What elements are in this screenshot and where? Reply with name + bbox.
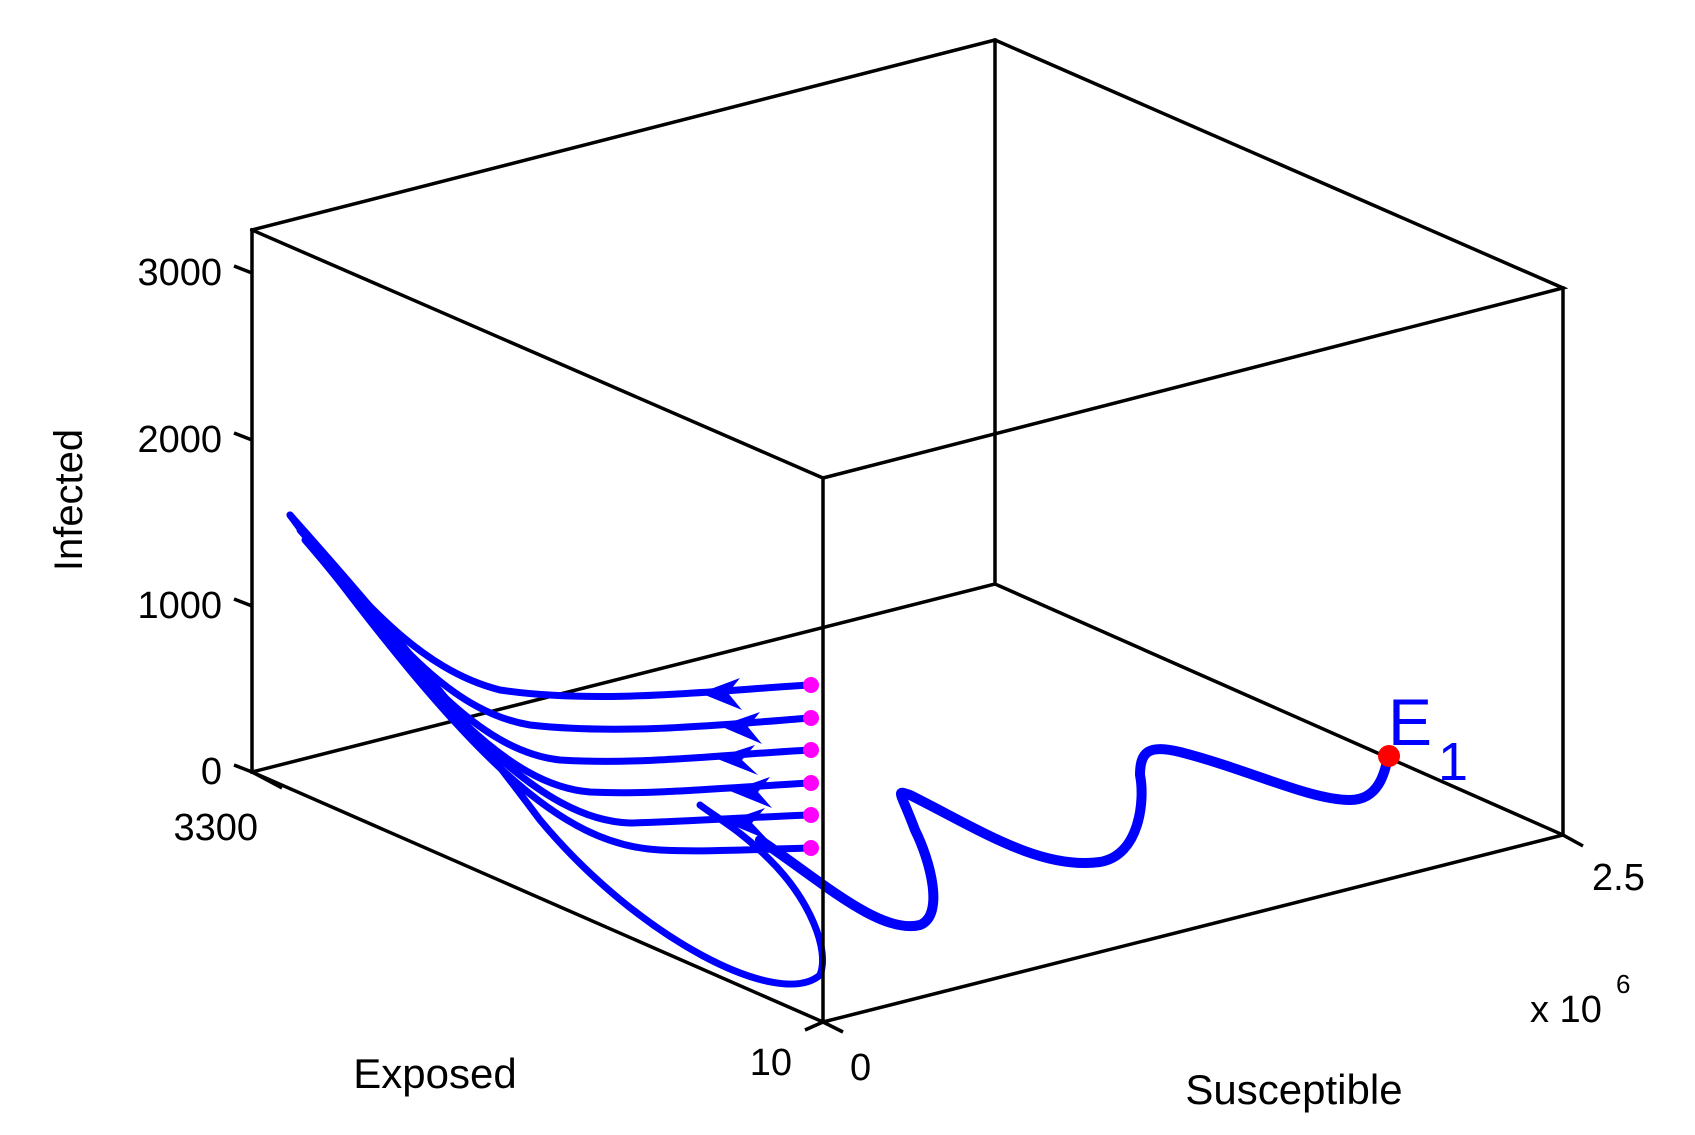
z-tick-label: 3000 (137, 252, 222, 294)
x-scale-label: x 10 (1530, 989, 1602, 1031)
equilibrium-point-e1 (1378, 745, 1400, 767)
y-tick-label: 3300 (173, 807, 258, 849)
z-axis-label: Infected (47, 429, 91, 571)
start-marker (803, 677, 819, 693)
bottom-back-right-edge (992, 581, 1566, 838)
x-ticks: 0 2.5 x 10 6 (822, 833, 1645, 1089)
y-axis-label: Exposed (353, 1050, 516, 1097)
y-axis-line (249, 769, 826, 1025)
arrow-icon (715, 745, 758, 775)
start-marker (803, 807, 819, 823)
z-tick-label: 1000 (137, 585, 222, 627)
x-axis-label: Susceptible (1185, 1066, 1402, 1113)
z-ticks: 3000 2000 1000 0 (137, 252, 253, 793)
bottom-back-left-edge (249, 581, 998, 775)
arrow-icon (730, 777, 772, 808)
top-face (249, 38, 1569, 480)
z-tick-label: 0 (201, 751, 222, 793)
arrow-heads[interactable] (700, 678, 772, 840)
y-ticks: 3300 10 (173, 770, 824, 1084)
start-marker (803, 840, 819, 856)
start-markers (803, 677, 819, 856)
start-marker (803, 742, 819, 758)
e1-label: E (1388, 685, 1432, 759)
wavy-trajectory (755, 744, 1393, 932)
arrow-icon (720, 712, 762, 744)
trajectory-6 (286, 511, 827, 988)
arrow-icon (725, 808, 768, 840)
x-scale-exponent: 6 (1616, 969, 1630, 999)
y-tick-label: 10 (750, 1042, 792, 1084)
x-tick-label: 2.5 (1592, 857, 1645, 899)
z-tick-label: 2000 (137, 419, 222, 461)
start-marker (803, 710, 819, 726)
axis-box (249, 38, 1569, 1025)
arrow-icon (700, 678, 742, 710)
e1-subscript: 1 (1438, 732, 1468, 792)
x-axis-line (820, 832, 1566, 1025)
x-tick-label: 0 (850, 1047, 871, 1089)
trajectory-5 (311, 546, 814, 827)
start-marker (803, 775, 819, 791)
